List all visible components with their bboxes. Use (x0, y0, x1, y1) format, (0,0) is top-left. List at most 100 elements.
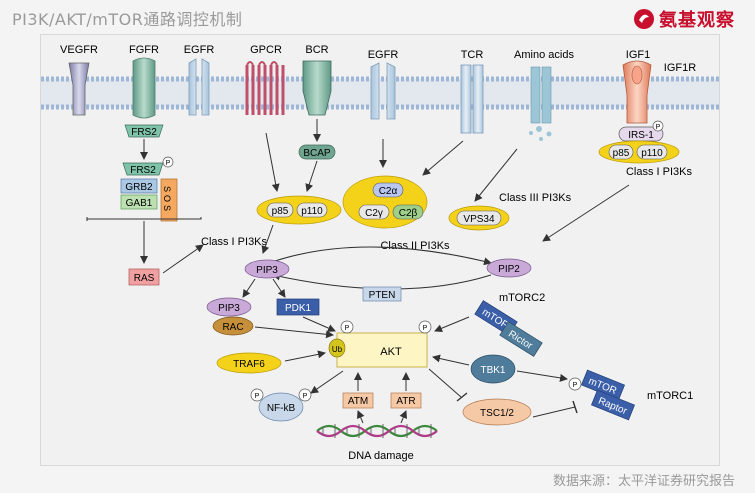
phospho-mtorc1-label: P (573, 382, 578, 389)
node-sos-label: SOS (162, 186, 172, 214)
node-tbk1-label: TBK1 (480, 365, 505, 376)
node-pten-label: PTEN (369, 290, 396, 301)
node-tsc (462, 398, 532, 426)
node-p85 (266, 202, 294, 218)
node-ras-label: RAS (134, 273, 155, 284)
label-mtorc1: mTORC1 (647, 390, 693, 402)
label-igf1: IGF1 (626, 49, 650, 61)
node-pip3-rac-label: PIP3 (218, 303, 240, 314)
node-nfkb (258, 392, 304, 422)
node-p85-label: p85 (272, 206, 289, 217)
node-grb2 (120, 178, 158, 194)
node-pten (362, 286, 402, 302)
label-egfr-1: EGFR (184, 44, 215, 56)
label-fgfr: FGFR (129, 44, 159, 56)
phospho-frs2-label: P (166, 160, 171, 167)
node-atr-label: ATR (396, 396, 415, 407)
node-tbk1 (470, 354, 516, 384)
receptor-gpcr (245, 61, 285, 115)
node-bcap (298, 144, 336, 160)
receptor-amino-acid-transporter (529, 66, 552, 141)
phospho-nfkb-2-label: P (303, 393, 308, 400)
receptor-egfr-1 (188, 58, 210, 116)
node-ras (128, 268, 160, 286)
brand-logo: 氨基观察 (633, 6, 735, 32)
node-vps34 (456, 210, 502, 226)
label-class1-left: Class I PI3Ks (201, 236, 268, 248)
phospho-irs1 (652, 120, 664, 132)
node-pip2 (486, 258, 532, 278)
label-mtorc2: mTORC2 (499, 292, 545, 304)
node-rac (212, 316, 254, 336)
node-pip3 (244, 259, 290, 279)
phospho-nfkb-1-label: P (255, 393, 260, 400)
node-atr (390, 392, 422, 409)
label-igf1r: IGF1R (664, 62, 696, 74)
node-rictor: Rictor (499, 321, 543, 357)
phospho-irs1-label: P (656, 124, 661, 131)
node-p110 (296, 202, 328, 218)
node-pdk1-label: PDK1 (285, 303, 312, 314)
node-c2b (392, 204, 424, 220)
phospho-akt-2-label: P (423, 325, 428, 332)
node-c2b-label: C2β (399, 208, 418, 219)
receptor-igf1r (622, 60, 652, 124)
node-irs1-label: IRS-1 (628, 130, 654, 141)
pathway-diagram: VEGFR FGFR EGFR GPCR BCR EGFR TCR Amino … (40, 34, 720, 466)
dna-helix-icon (316, 424, 438, 438)
receptor-egfr-2 (370, 62, 396, 120)
brand-name: 氨基观察 (659, 10, 735, 31)
node-p85-igf-label: p85 (613, 148, 630, 159)
node-vps34-label: VPS34 (463, 214, 495, 225)
node-pip3-label: PIP3 (256, 265, 278, 276)
brand-mark-icon (634, 9, 654, 29)
node-p110-igf-label: p110 (641, 148, 663, 159)
phospho-mtorc1 (568, 377, 582, 391)
node-ub-label: Ub (332, 345, 343, 354)
node-p110-label: p110 (301, 206, 323, 217)
node-atm (342, 392, 374, 409)
label-egfr-2: EGFR (368, 49, 399, 61)
node-nfkb-label: NF-kB (267, 403, 296, 414)
receptor-fgfr (132, 57, 156, 119)
node-c2a (372, 182, 404, 198)
label-tcr: TCR (461, 49, 484, 61)
phospho-nfkb-1 (250, 388, 264, 402)
node-frs2 (122, 162, 164, 176)
node-p110-igf (636, 144, 668, 160)
receptor-tcr (460, 64, 484, 134)
phospho-akt-2 (418, 320, 432, 334)
node-pip2-label: PIP2 (498, 264, 520, 275)
label-class3: Class III PI3Ks (499, 192, 572, 204)
node-grb2-label: GRB2 (125, 182, 153, 193)
source-note: 数据来源：太平洋证券研究报告 (552, 474, 735, 489)
node-c2g (358, 204, 390, 220)
node-sos (160, 178, 178, 222)
phospho-nfkb-2 (298, 388, 312, 402)
node-rac-label: RAC (222, 322, 243, 333)
page-title: PI3K/AKT/mTOR通路调控机制 (12, 10, 243, 29)
node-mtor-mtorc1: mTOR (581, 369, 625, 401)
node-gab1-label: GAB1 (126, 198, 153, 209)
node-frs2-label: FRS2 (130, 165, 156, 176)
phospho-akt-1 (340, 320, 354, 334)
node-tsc-label: TSC1/2 (480, 408, 514, 419)
node-c2g-label: C2γ (365, 208, 383, 219)
label-bcr: BCR (305, 44, 328, 56)
receptor-vegfr (68, 62, 90, 116)
node-frs2-top-label: FRS2 (131, 127, 157, 138)
node-traf6-label: TRAF6 (233, 359, 265, 370)
node-frs2-top (124, 124, 164, 138)
node-traf6 (216, 352, 282, 374)
node-c2a-label: C2α (379, 186, 398, 197)
label-vegfr: VEGFR (60, 44, 98, 56)
node-bcap-label: BCAP (303, 148, 331, 159)
label-dna-damage: DNA damage (348, 450, 413, 462)
node-ub (328, 338, 346, 358)
label-class2: Class II PI3Ks (380, 240, 450, 252)
node-gab1 (120, 194, 158, 210)
node-p85-igf (608, 144, 634, 160)
label-gpcr: GPCR (250, 44, 282, 56)
node-akt-label: AKT (380, 346, 402, 358)
node-atm-label: ATM (348, 396, 368, 407)
